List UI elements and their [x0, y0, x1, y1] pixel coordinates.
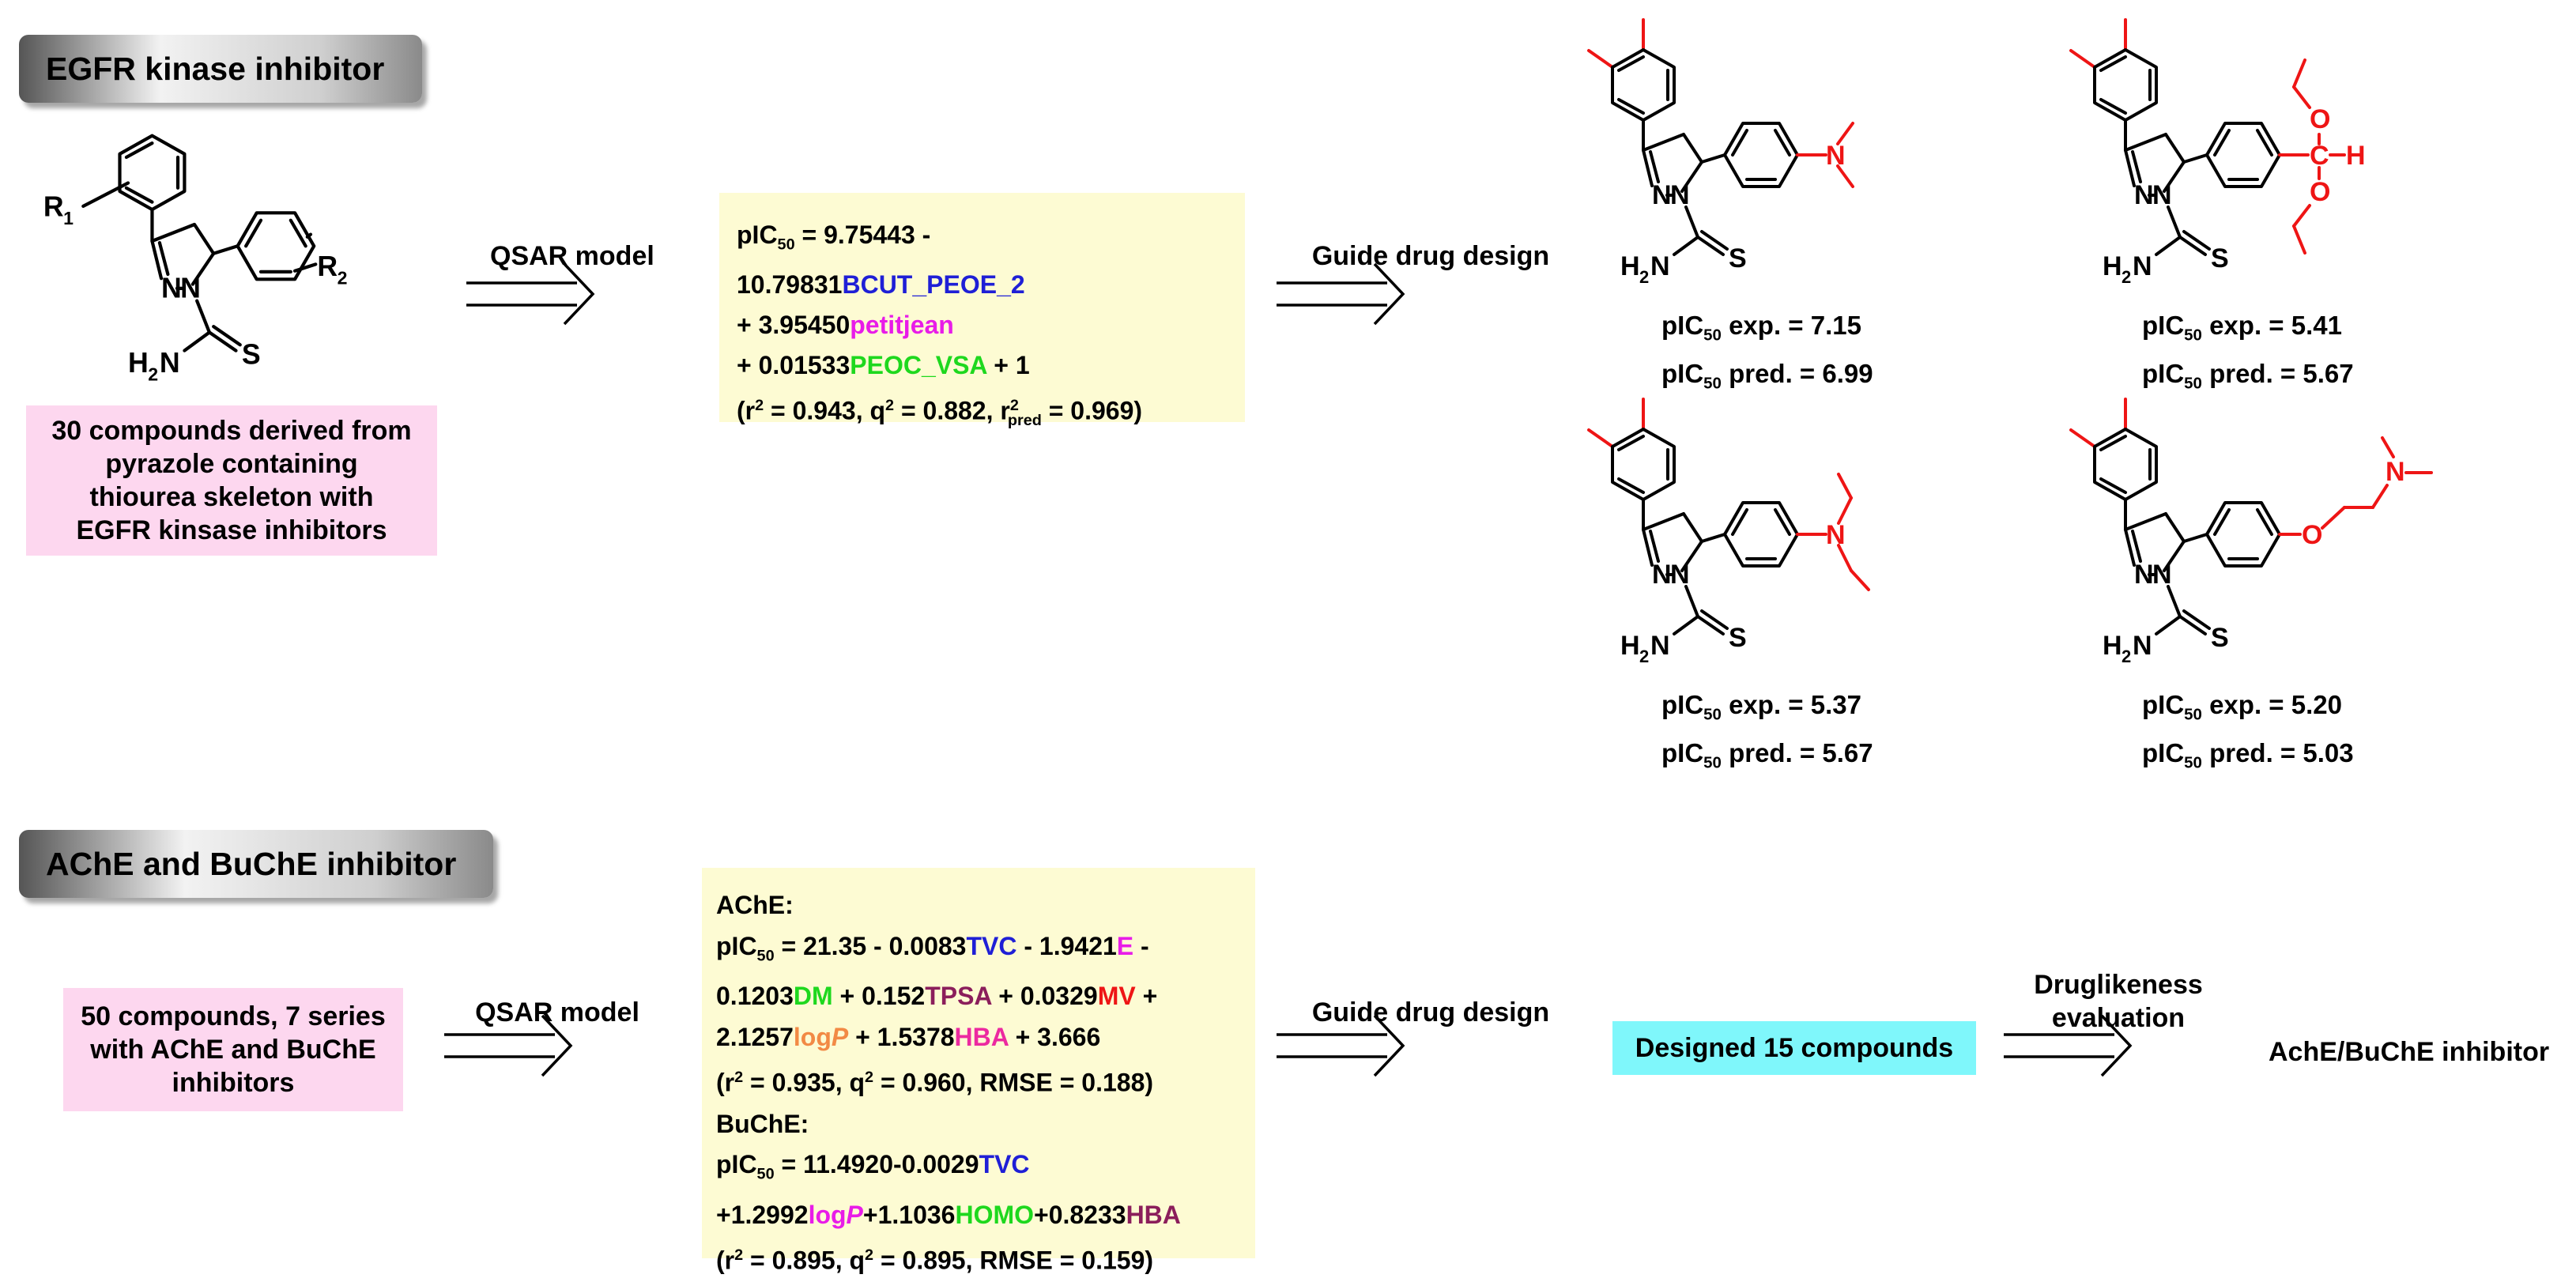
ache-qsar-model-box: AChE: pIC50 = 21.35 - 0.0083TVC - 1.9421…: [702, 868, 1255, 1275]
egfr-dataset-box: 30 compounds derived from pyrazole conta…: [26, 405, 437, 556]
descriptor-peoc-vsa: PEOC_VSA: [850, 351, 987, 380]
compound-1-exp: pIC50 exp. = 7.15: [1661, 311, 1861, 345]
ache-section-title: AChE and BuChE inhibitor: [46, 845, 457, 882]
egfr-qsar-arrow-label: QSAR model: [490, 241, 654, 271]
compound-4-exp: pIC50 exp. = 5.20: [2142, 690, 2342, 724]
egfr-model-line-4: + 0.01533PEOC_VSA + 1: [737, 351, 1030, 380]
druglikeness-arrow: [2002, 1014, 2132, 1077]
compound-4-structure: O N: [2069, 398, 2433, 668]
svg-text:2: 2: [338, 268, 348, 288]
buche-model-line-2: +1.2992logP+1.1036HOMO+0.8233HBA: [716, 1200, 1181, 1229]
r2-label: R: [317, 251, 338, 282]
buche-model-line-1: pIC50 = 11.4920-0.0029TVC: [716, 1150, 1030, 1183]
atom-c: C: [2310, 141, 2329, 171]
atom-n: N: [1826, 141, 1846, 171]
r1-label: R: [43, 191, 64, 223]
ache-model-line-2: 0.1203DM + 0.152TPSA + 0.0329MV +: [716, 982, 1158, 1011]
atom-n: N: [1826, 520, 1846, 550]
compound-2-structure: C H O O: [2069, 18, 2366, 288]
druglikeness-arrow-label: Druglikeness evaluation: [2034, 970, 2203, 1033]
compound-1-pred: pIC50 pred. = 6.99: [1661, 358, 1873, 393]
ache-dataset-box: 50 compounds, 7 series with AChE and BuC…: [63, 988, 403, 1111]
compound-3-structure: N: [1587, 398, 1870, 668]
final-inhibitor-label: AchE/BuChE inhibitor: [2269, 1037, 2550, 1067]
general-scaffold-structure: R 1 R 2: [43, 136, 348, 385]
egfr-model-line-1: pIC50 = 9.75443 -: [737, 221, 931, 254]
ache-qsar-arrow: [443, 1014, 572, 1077]
compound-4-activity: pIC50 exp. = 5.20 pIC50 pred. = 5.03: [2142, 686, 2354, 782]
atom-o: O: [2310, 104, 2330, 134]
egfr-dataset-line: 30 compounds derived from: [51, 416, 412, 446]
atom-o: O: [2302, 520, 2322, 550]
compound-2-exp: pIC50 exp. = 5.41: [2142, 311, 2342, 345]
egfr-dataset-line: thiourea skeleton with: [89, 482, 374, 512]
compound-1-activity: pIC50 exp. = 7.15 pIC50 pred. = 6.99: [1661, 307, 1873, 402]
egfr-dataset-line: EGFR kinsase inhibitors: [76, 515, 387, 545]
compound-3-pred: pIC50 pred. = 5.67: [1661, 737, 1873, 772]
ache-model-line-1: pIC50 = 21.35 - 0.0083TVC - 1.9421E -: [716, 931, 1149, 964]
descriptor-petitjean: petitjean: [850, 311, 954, 340]
ache-dataset-line: with AChE and BuChE: [90, 1035, 376, 1065]
compound-4-pred: pIC50 pred. = 5.03: [2142, 737, 2354, 772]
ache-model-line-3: 2.1257logP + 1.5378HBA + 3.666: [716, 1022, 1101, 1051]
buche-model-stats: (r2 = 0.895, q2 = 0.895, RMSE = 0.159): [716, 1246, 1154, 1276]
ache-dataset-line: 50 compounds, 7 series: [81, 1001, 386, 1031]
ache-design-arrow-label: Guide drug design: [1311, 997, 1550, 1027]
egfr-qsar-arrow: [465, 262, 594, 326]
ache-design-arrow: [1275, 1014, 1405, 1077]
atom-n: N: [2386, 457, 2405, 487]
egfr-design-arrow: [1275, 262, 1405, 326]
egfr-model-line-2: 10.79831BCUT_PEOE_2: [737, 270, 1025, 300]
atom-o: O: [2310, 177, 2330, 207]
ache-model-stats: (r2 = 0.935, q2 = 0.960, RMSE = 0.188): [716, 1069, 1154, 1098]
egfr-section-banner: EGFR kinase inhibitor: [19, 35, 422, 103]
designed-compounds-text: Designed 15 compounds: [1635, 1032, 1954, 1063]
compound-2-pred: pIC50 pred. = 5.67: [2142, 358, 2354, 393]
compound-1-structure: N: [1587, 18, 1854, 288]
svg-text:1: 1: [63, 208, 74, 228]
egfr-dataset-line: pyrazole containing: [105, 449, 358, 479]
compound-2-activity: pIC50 exp. = 5.41 pIC50 pred. = 5.67: [2142, 307, 2354, 402]
compound-3-activity: pIC50 exp. = 5.37 pIC50 pred. = 5.67: [1661, 686, 1873, 782]
egfr-qsar-model-box: pIC50 = 9.75443 - 10.79831BCUT_PEOE_2 + …: [719, 193, 1245, 429]
egfr-section-title: EGFR kinase inhibitor: [46, 50, 385, 87]
ache-dataset-line: inhibitors: [172, 1068, 295, 1098]
buche-model-header: BuChE:: [716, 1109, 809, 1138]
designed-compounds-box: Designed 15 compounds: [1612, 1021, 1976, 1075]
egfr-model-stats: (r2 = 0.943, q2 = 0.882, r2pred = 0.969): [737, 397, 1143, 430]
egfr-model-line-3: + 3.95450petitjean: [737, 311, 954, 340]
ache-section-banner: AChE and BuChE inhibitor: [19, 830, 493, 898]
egfr-design-arrow-label: Guide drug design: [1311, 241, 1550, 271]
ache-model-header: AChE:: [716, 891, 794, 919]
descriptor-bcut-peoe-2: BCUT_PEOE_2: [842, 270, 1025, 300]
ache-qsar-arrow-label: QSAR model: [475, 997, 639, 1027]
atom-h: H: [2346, 141, 2366, 171]
compound-3-exp: pIC50 exp. = 5.37: [1661, 690, 1861, 724]
